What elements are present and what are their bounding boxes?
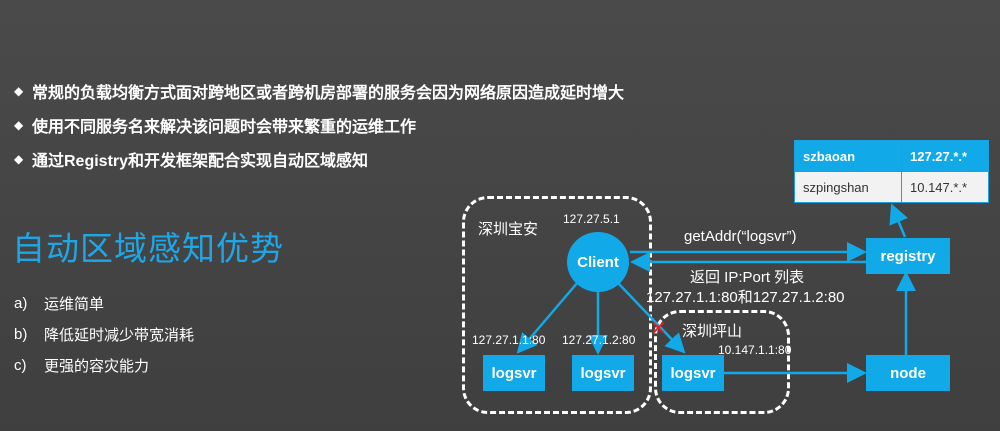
bullet-list: ◆ 常规的负载均衡方式面对跨地区或者跨机房部署的服务会因为网络原因造成延时增大 ◆…: [14, 74, 624, 176]
client-node: Client: [567, 232, 629, 292]
logsvr1-ip: 127.27.1.1:80: [472, 333, 546, 347]
bullet-text: 使用不同服务名来解决该问题时会带来繁重的运维工作: [32, 119, 417, 136]
registry-box: registry: [866, 238, 950, 274]
client-to-logsvr1-arrow: [516, 281, 579, 354]
advantage-list: a) 运维简单 b) 降低延时减少带宽消耗 c) 更强的容灾能力: [14, 288, 194, 381]
advantage-letter: c): [14, 357, 27, 374]
table-cell-region: szpingshan: [794, 171, 902, 203]
section-heading: 自动区域感知优势: [12, 230, 284, 267]
bullet-item: ◆ 常规的负载均衡方式面对跨地区或者跨机房部署的服务会因为网络原因造成延时增大: [14, 74, 624, 108]
request-label: getAddr(“logsvr”): [684, 228, 797, 245]
table-cell-region: szbaoan: [794, 140, 902, 172]
region-baoan-boundary: [462, 196, 652, 414]
logsvr-pingshan: logsvr: [662, 355, 724, 391]
table-cell-prefix: 10.147.*.*: [901, 171, 989, 203]
bullet-item: ◆ 通过Registry和开发框架配合实现自动区域感知: [14, 142, 624, 176]
blocked-x-icon: ✕: [650, 318, 667, 340]
response-label-line2: 127.27.1.1:80和127.27.1.2:80: [646, 289, 845, 306]
advantage-item: b) 降低延时减少带宽消耗: [14, 319, 194, 350]
client-to-logsvr3-arrow: [617, 282, 686, 354]
node-box: node: [866, 355, 950, 391]
bullet-item: ◆ 使用不同服务名来解决该问题时会带来繁重的运维工作: [14, 108, 624, 142]
region-pingshan-boundary: [654, 310, 790, 414]
bullet-text: 通过Registry和开发框架配合实现自动区域感知: [32, 153, 369, 170]
advantage-letter: b): [14, 326, 28, 343]
advantage-letter: a): [14, 295, 28, 312]
logsvr-baoan-1: logsvr: [483, 355, 545, 391]
table-cell-prefix: 127.27.*.*: [901, 140, 989, 172]
diamond-icon: ◆: [14, 84, 24, 98]
advantage-text: 降低延时减少带宽消耗: [44, 327, 195, 344]
logsvr-baoan-2: logsvr: [572, 355, 634, 391]
advantage-text: 运维简单: [44, 296, 105, 313]
bullet-text: 常规的负载均衡方式面对跨地区或者跨机房部署的服务会因为网络原因造成延时增大: [32, 85, 625, 102]
table-row: szbaoan 127.27.*.*: [794, 140, 989, 172]
registry-to-table-arrow: [889, 203, 908, 238]
logsvr2-ip: 127.27.1.2:80: [562, 333, 636, 347]
diamond-icon: ◆: [14, 118, 24, 132]
advantage-item: c) 更强的容灾能力: [14, 350, 194, 381]
response-label-line1: 返回 IP:Port 列表: [690, 269, 805, 286]
diamond-icon: ◆: [14, 152, 24, 166]
region-baoan-label: 深圳宝安: [478, 221, 539, 238]
client-ip: 127.27.5.1: [563, 212, 620, 226]
table-row: szpingshan 10.147.*.*: [794, 171, 989, 203]
region-pingshan-label: 深圳坪山: [682, 323, 743, 340]
logsvr3-ip: 10.147.1.1:80: [718, 343, 792, 357]
advantage-item: a) 运维简单: [14, 288, 194, 319]
registry-table: szbaoan 127.27.*.* szpingshan 10.147.*.*: [794, 140, 989, 203]
advantage-text: 更强的容灾能力: [44, 358, 150, 375]
